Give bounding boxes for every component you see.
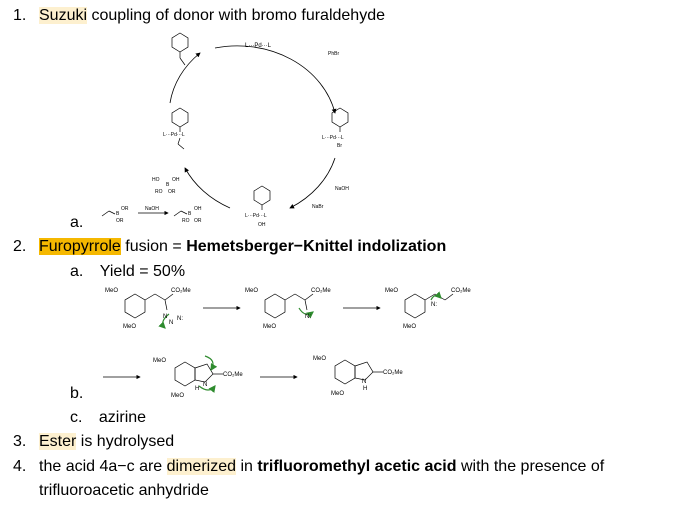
highlight-ester: Ester xyxy=(39,433,77,450)
item-1-text: Suzuki coupling of donor with bromo fura… xyxy=(39,6,385,26)
n-2c: N: xyxy=(305,314,311,320)
item-2-text: Furopyrrole fusion = Hemetsberger−Knitte… xyxy=(39,237,446,257)
co2me-5: CO₂Me xyxy=(383,370,403,376)
side-b: B xyxy=(116,211,120,217)
co2me-4: CO₂Me xyxy=(223,372,243,378)
side-ro: RO xyxy=(182,218,190,224)
side-naoh: NaOH xyxy=(145,206,159,212)
n-3c: N: xyxy=(431,302,437,308)
boronate-oh: OH xyxy=(172,177,180,183)
item-2-sub-b: b. xyxy=(70,385,84,402)
boronate-ho: HO xyxy=(152,177,160,183)
highlight-dimerized: dimerized xyxy=(166,458,236,475)
list-item-3-number: 3. xyxy=(13,433,27,450)
highlight-furopyrrole: Furopyrrole xyxy=(39,238,121,255)
meo-1b: MeO xyxy=(123,324,136,330)
item-3-rest: is hydrolysed xyxy=(76,433,175,450)
meo-3a: MeO xyxy=(385,288,398,294)
meo-5b: MeO xyxy=(331,391,344,397)
n-4: N xyxy=(203,382,207,388)
item-number: 1. xyxy=(13,7,27,24)
sub-a-label: a. xyxy=(70,263,84,280)
br-label: Br xyxy=(337,143,342,149)
list-item-4-number: 4. xyxy=(13,458,27,475)
yield-text: Yield = 50% xyxy=(99,263,186,280)
pd-complex-top: L···Pd···L xyxy=(245,43,272,49)
item-2-sub-a: a. Yield = 50% xyxy=(70,262,185,282)
styrene-structure xyxy=(171,32,189,66)
meo-4a: MeO xyxy=(153,358,166,364)
oh-label: OH xyxy=(258,222,266,228)
azirine-text: azirine xyxy=(98,409,147,426)
pd-complex-bottom: L···Pd···L xyxy=(245,213,267,219)
sub-c-label: c. xyxy=(70,409,83,426)
item-3-text: Ester is hydrolysed xyxy=(39,432,174,452)
h-4: H xyxy=(195,386,199,392)
side-b2: B xyxy=(188,211,192,217)
item-2-mid: fusion = xyxy=(120,238,187,255)
list-item-2-number: 2. xyxy=(13,238,27,255)
side-oh: OH xyxy=(194,206,202,212)
n-2: N xyxy=(169,320,173,326)
co2me-2: CO₂Me xyxy=(311,288,331,294)
item-4-bold: trifluoromethyl acetic acid xyxy=(257,458,457,475)
item-1-rest: coupling of donor with bromo furaldehyde xyxy=(87,7,385,24)
list-item-1: 1. xyxy=(13,6,26,26)
meo-2a: MeO xyxy=(245,288,258,294)
item-4-mid: in xyxy=(236,458,258,475)
meo-1a: MeO xyxy=(105,288,118,294)
item-2-bold: Hemetsberger−Knittel indolization xyxy=(186,238,447,255)
indolization-scheme: MeO CO₂Me MeO N N N: MeO CO₂Me MeO N: Me… xyxy=(103,288,471,399)
item-4-pre: the acid 4a−c are xyxy=(39,458,167,475)
n-1: N xyxy=(163,314,167,320)
meo-5a: MeO xyxy=(313,356,326,362)
boronate-b: B xyxy=(166,182,170,188)
side-or3: OR xyxy=(194,218,202,224)
co2me-3: CO₂Me xyxy=(451,288,471,294)
co2me-1: CO₂Me xyxy=(171,288,191,294)
highlight-suzuki: Suzuki xyxy=(39,7,88,24)
side-or1: OR xyxy=(121,206,129,212)
item-4-rest: with the presence of xyxy=(456,458,605,475)
boronate-or: OR xyxy=(168,189,176,195)
h-5: H xyxy=(363,386,367,392)
n-3: N: xyxy=(177,316,183,322)
nabr-label: NaBr xyxy=(312,204,324,210)
reagent-phbr: PhBr xyxy=(328,51,339,57)
meo-2b: MeO xyxy=(263,324,276,330)
item-2-sub-c: c. azirine xyxy=(70,408,146,428)
side-or2: OR xyxy=(116,218,124,224)
meo-3b: MeO xyxy=(403,324,416,330)
item-4-text: the acid 4a−c are dimerized in trifluoro… xyxy=(39,457,604,477)
item-1-sub-a-label: a. xyxy=(70,214,84,231)
pd-complex-right: L···Pd···L xyxy=(322,135,344,141)
meo-4b: MeO xyxy=(171,393,184,399)
naoh-label: NaOH xyxy=(335,186,349,192)
suzuki-catalytic-cycle: L···Pd···L PhBr L···Pd···L Br L···Pd···L… xyxy=(101,32,349,228)
pd-complex-left: L···Pd···L xyxy=(163,132,185,138)
item-4-line2: trifluoroacetic anhydride xyxy=(39,482,209,499)
boronate-ro: RO xyxy=(155,189,163,195)
n-5: N xyxy=(362,379,366,385)
